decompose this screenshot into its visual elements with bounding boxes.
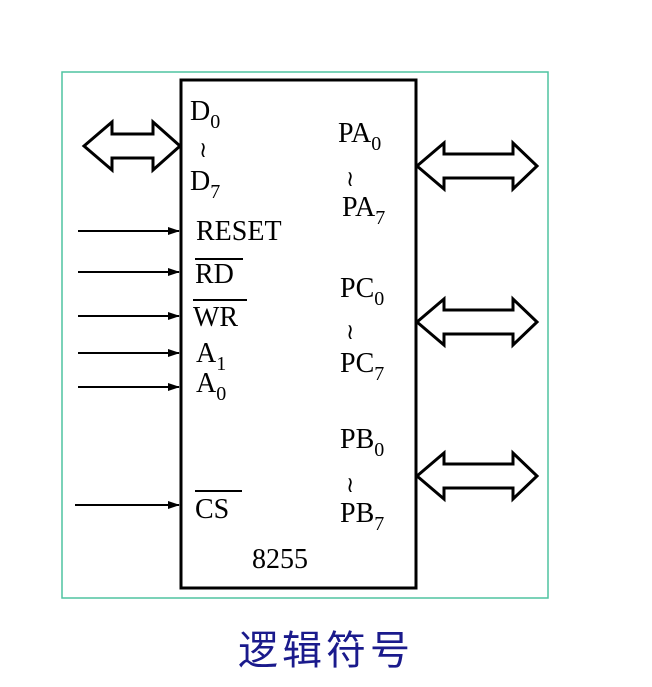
pin-pa0: PA0	[338, 118, 381, 155]
pin-rd: RD	[195, 259, 234, 290]
pin-d0: D0	[190, 96, 220, 133]
pin-pa7: PA7	[342, 192, 385, 229]
pin-pc0: PC0	[340, 273, 384, 310]
pin-a1: A1	[196, 338, 226, 375]
d-range-mark: ≀	[199, 137, 207, 162]
port-c-arrow	[414, 295, 540, 349]
chip-name: 8255	[252, 544, 308, 575]
outer-frame	[61, 71, 549, 599]
pa-range-mark: ≀	[346, 166, 354, 191]
pb-range-mark: ≀	[346, 472, 354, 497]
pin-reset: RESET	[196, 216, 282, 247]
pin-cs: CS	[195, 494, 229, 525]
pin-a0: A0	[196, 368, 226, 405]
pin-d7: D7	[190, 166, 220, 203]
pin-wr: WR	[193, 302, 238, 333]
port-a-arrow	[414, 139, 540, 193]
data-bus-arrow	[81, 118, 183, 174]
chip-body	[179, 78, 418, 590]
port-b-arrow	[414, 449, 540, 503]
pc-range-mark: ≀	[346, 319, 354, 344]
pin-pb0: PB0	[340, 424, 384, 461]
diagram-caption: 逻辑符号	[238, 628, 414, 674]
pin-pc7: PC7	[340, 348, 384, 385]
pin-pb7: PB7	[340, 498, 384, 535]
